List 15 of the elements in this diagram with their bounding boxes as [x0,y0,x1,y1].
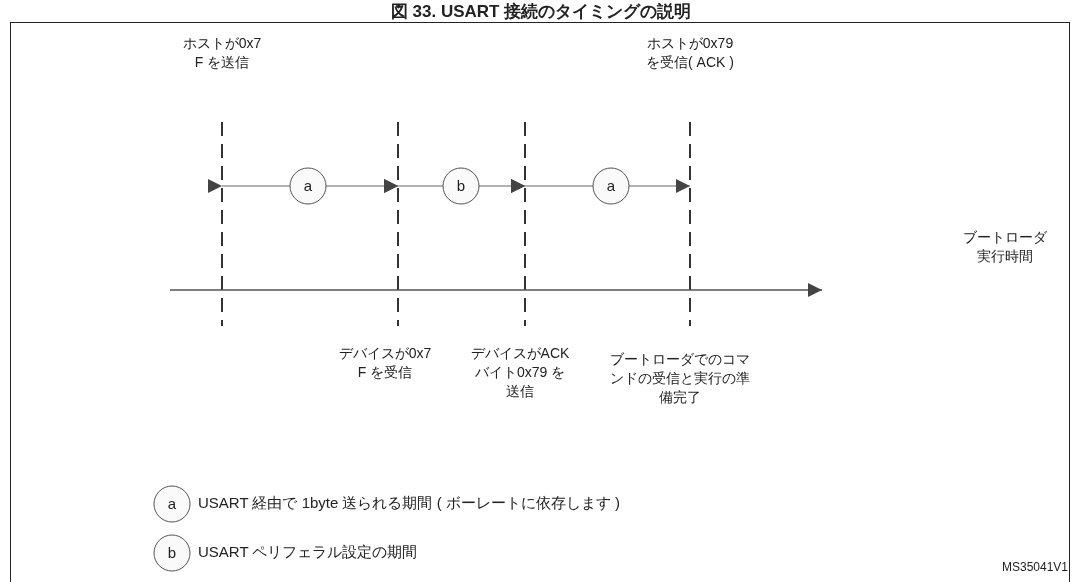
event-label: ブートローダでのコマンドの受信と実行の準備完了 [610,350,750,407]
circle-marker: b [153,534,191,572]
event-label: デバイスが0x7F を受信 [337,344,433,382]
circle-marker: a [153,485,191,523]
circle-marker: b [442,167,480,205]
figure-title: 図 33. USART 接続のタイミングの説明 [389,1,693,23]
axis-label: ブートローダ実行時間 [962,228,1048,266]
circle-marker: a [592,167,630,205]
legend-description: USART 経由で 1byte 送られる期間 ( ボーレートに依存します ) [198,494,620,513]
event-label: デバイスがACK バイト0x79 を送信 [470,344,570,401]
circle-marker: a [289,167,327,205]
event-label: ホストが0x79 を受信( ACK ) [645,34,735,72]
event-label: ホストが0x7F を送信 [181,34,263,72]
figure-id: MS35041V1 [1000,559,1069,576]
legend-description: USART ペリフェラル設定の期間 [198,543,418,562]
